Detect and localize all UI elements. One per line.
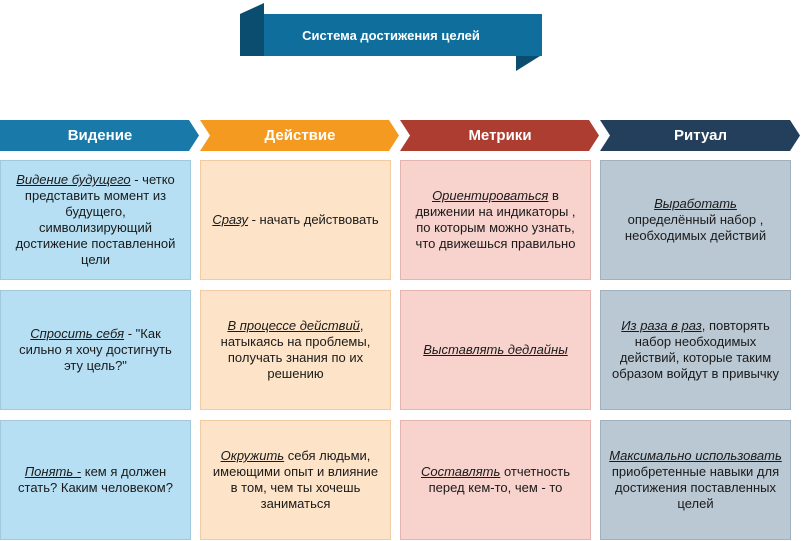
page-title: Система достижения целей [302,27,480,43]
card-description: - "Как сильно я хочу достигнуть эту цель… [19,326,172,373]
column-header-ritual: Ритуал [600,120,801,151]
card-description: , повторять набор необходимых действий, … [612,318,779,381]
chevron-arrow-shape [400,120,599,151]
card-keyword: Ориентироваться [432,188,549,203]
card-text: Спросить себя - "Как сильно я хочу дости… [8,326,183,374]
card-description: кем я должен стать? Каким человеком? [18,464,173,495]
card-description: в движении на индикаторы , по которым мо… [415,188,576,251]
card-description: - четко представить момент из будущего, … [15,172,176,267]
card-action-2: В процессе действий, натыкаясь на пробле… [200,290,391,410]
card-keyword: Понять - [24,464,82,479]
chevron-arrow-shape [200,120,399,151]
card-vision-3: Понять - кем я должен стать? Каким челов… [0,420,191,540]
card-text: Из раза в раз, повторять набор необходим… [608,318,783,382]
card-text: Видение будущего - четко представить мом… [8,172,183,268]
column-header-label: Ритуал [674,127,727,144]
card-text: Сразу - начать действовать [212,212,378,228]
card-text: В процессе действий, натыкаясь на пробле… [208,318,383,382]
chevron-arrow-shape [600,120,800,151]
title-ribbon: Система достижения целей [240,0,542,71]
column-header-metrics: Метрики [400,120,600,151]
chevron-arrow-fill [200,120,399,151]
card-description: , натыкаясь на проблемы, получать знания… [220,318,371,381]
ribbon-fold-right [516,56,540,71]
chevron-arrow-fill [600,120,800,151]
card-vision-1: Видение будущего - четко представить мом… [0,160,191,280]
column-header-label: Действие [264,127,336,144]
card-keyword: Спросить себя [30,326,125,341]
card-keyword: Максимально использовать [609,448,782,463]
column-header-action: Действие [200,120,400,151]
card-description: - начать действовать [248,212,379,227]
card-keyword: Сразу [212,212,248,227]
chevron-arrow-fill [0,120,199,151]
ribbon-band [264,14,542,56]
card-keyword: Выработать [654,196,737,211]
card-vision-2: Спросить себя - "Как сильно я хочу дости… [0,290,191,410]
card-keyword: Составлять [421,464,501,479]
column-header-vision: Видение [0,120,200,151]
card-description: приобретенные навыки для достижения пост… [611,464,780,511]
card-ritual-1: Выработать определённый набор , необходи… [600,160,791,280]
card-text: Понять - кем я должен стать? Каким челов… [8,464,183,496]
card-text: Окружить себя людьми, имеющими опыт и вл… [208,448,383,512]
chevron-arrow-fill [400,120,599,151]
card-text: Максимально использовать приобретенные н… [608,448,783,512]
card-keyword: Окружить [220,448,285,463]
column-header-label: Видение [67,127,133,144]
chevron-arrow-shape [0,120,199,151]
card-text: Выставлять дедлайны [423,342,568,358]
card-metrics-1: Ориентироваться в движении на индикаторы… [400,160,591,280]
ribbon-shape [240,3,542,71]
card-description: себя людьми, имеющими опыт и влияние в т… [212,448,379,511]
card-ritual-3: Максимально использовать приобретенные н… [600,420,791,540]
card-keyword: Выставлять дедлайны [423,342,568,357]
ribbon-fold-left [240,3,264,56]
card-keyword: Видение будущего [16,172,131,187]
card-keyword: Из раза в раз [621,318,702,333]
card-description: определённый набор , необходимых действи… [624,212,767,243]
card-action-1: Сразу - начать действовать [200,160,391,280]
card-keyword: В процессе действий [227,318,360,333]
card-text: Ориентироваться в движении на индикаторы… [408,188,583,252]
card-metrics-2: Выставлять дедлайны [400,290,591,410]
card-description: отчетность перед кем-то, чем - то [428,464,570,495]
card-ritual-2: Из раза в раз, повторять набор необходим… [600,290,791,410]
card-metrics-3: Составлять отчетность перед кем-то, чем … [400,420,591,540]
column-header-label: Метрики [468,127,532,144]
card-text: Составлять отчетность перед кем-то, чем … [408,464,583,496]
card-action-3: Окружить себя людьми, имеющими опыт и вл… [200,420,391,540]
card-text: Выработать определённый набор , необходи… [608,196,783,244]
